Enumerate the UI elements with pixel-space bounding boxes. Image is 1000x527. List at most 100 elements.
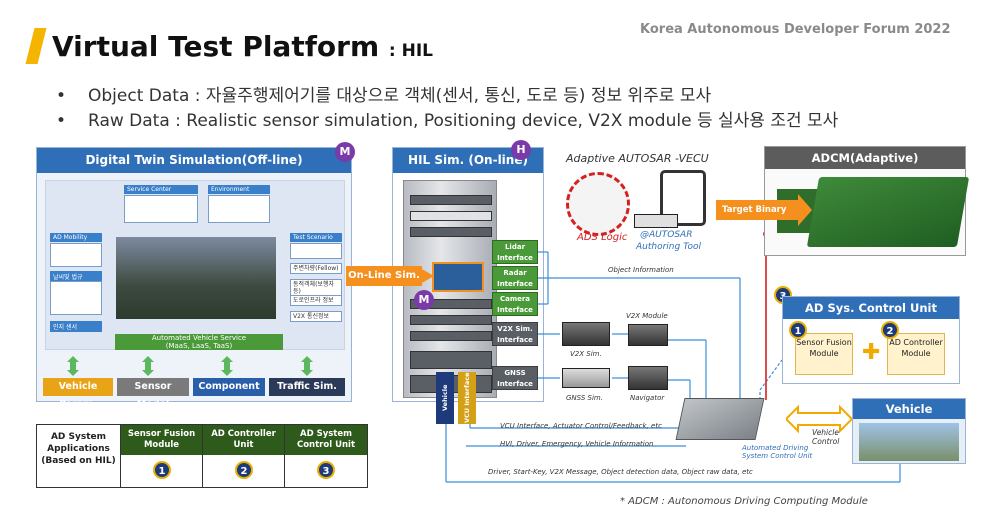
avs-sub: (MaaS, LaaS, TaaS) — [165, 342, 233, 350]
scenario-item-v2x: V2X 통신정보 — [290, 311, 342, 322]
plus-icon: ✚ — [862, 340, 881, 365]
rack-slot — [410, 195, 492, 205]
digital-twin-title: Digital Twin Simulation(Off-line) — [37, 148, 351, 173]
rack-slot — [410, 211, 492, 221]
rack-slot — [410, 315, 492, 325]
navigator-label: Navigator — [630, 394, 665, 402]
simulation-scene-image — [116, 237, 276, 319]
ads-control-unit-image — [675, 398, 765, 440]
v2x-sim-device — [562, 322, 610, 346]
test-scenario-label: Test Scenario — [290, 233, 342, 242]
digital-twin-panel: Digital Twin Simulation(Off-line) Servic… — [36, 142, 355, 410]
ad-sys-control-panel: AD Sys. Control Unit Sensor Fusion Modul… — [782, 296, 960, 384]
vehicle-panel: Vehicle — [852, 398, 966, 464]
environment-box — [208, 195, 270, 223]
ad-col-ad-system-control: AD System Control Unit 3 — [285, 425, 367, 487]
v2x-module-label: V2X Module — [626, 312, 668, 320]
radar-interface: Radar Interface — [492, 266, 538, 290]
ecu-label-text: Automated Driving System Control Unit — [742, 444, 813, 460]
sensor-label: 인지 센서 — [50, 321, 102, 332]
ad-mobility-label: AD Mobility — [50, 233, 102, 242]
ads-logic-circle — [566, 172, 630, 236]
test-scenario-box — [290, 243, 342, 259]
online-sim-screen — [432, 262, 484, 292]
footnote: * ADCM : Autonomous Driving Computing Mo… — [620, 496, 868, 507]
num-badge-1: 1 — [153, 461, 171, 479]
title-suffix: : HIL — [388, 41, 433, 61]
sensor-fusion-module-box: Sensor Fusion Module — [795, 333, 853, 375]
service-center-label: Service Center — [124, 185, 198, 194]
authoring-tool-label: Authoring Tool — [636, 242, 701, 252]
autosar-authoring-label: @AUTOSAR — [640, 230, 693, 240]
forum-label: Korea Autonomous Developer Forum 2022 — [640, 22, 951, 37]
ad-sys-control-title: AD Sys. Control Unit — [783, 297, 959, 319]
rack-slot — [410, 351, 492, 369]
target-binary-arrow — [798, 194, 812, 226]
ad-controller-module-box: AD Controller Module — [887, 333, 945, 375]
hvi-line-label: HVI, Driver, Emergency, Vehicle Informat… — [500, 440, 654, 448]
navigator-device — [628, 366, 668, 390]
ecu-label: Automated Driving System Control Unit — [742, 444, 816, 460]
weather-road-label: 날씨및 법규 — [50, 271, 102, 282]
adcm-board-image — [806, 177, 970, 247]
autosar-device — [634, 214, 678, 228]
vehicle-title: Vehicle — [853, 399, 965, 419]
bullet-list: Object Data : 자율주행제어기를 대상으로 객체(센서, 통신, 도… — [52, 84, 838, 134]
bullet-object-data: Object Data : 자율주행제어기를 대상으로 객체(센서, 통신, 도… — [52, 84, 838, 109]
bullet-raw-data: Raw Data : Realistic sensor simulation, … — [52, 109, 838, 134]
traffic-sim-button[interactable]: Traffic Sim. — [269, 378, 345, 396]
rack-slot — [410, 299, 492, 309]
m-badge: M — [335, 142, 355, 162]
online-sim-label: On-Line Sim. — [346, 266, 422, 286]
vehicle-image — [859, 423, 959, 461]
v2x-sim-interface: V2X Sim. Interface — [492, 322, 538, 346]
gnss-sim-device — [562, 368, 610, 388]
avs-title: Automated Vehicle Service — [151, 334, 247, 342]
vehicle-param-button[interactable]: Vehicle Param. — [43, 378, 113, 410]
num-badge-2: 2 — [235, 461, 253, 479]
hil-sim-title: HIL Sim. (On-line) — [393, 148, 543, 173]
autosar-title: Adaptive AUTOSAR -VECU — [566, 152, 709, 165]
ad-system-label: AD System Applications (Based on HIL) — [37, 425, 121, 487]
up-down-arrows — [67, 356, 313, 376]
target-binary-label: Target Binary — [716, 200, 800, 220]
rack-slot — [410, 227, 492, 237]
title-text: Virtual Test Platform — [52, 30, 380, 63]
adcm-title: ADCM(Adaptive) — [765, 147, 965, 169]
ad-col-title: Sensor Fusion Module — [121, 425, 202, 455]
scenario-item-fellow: 주변차량(Fellow) — [290, 263, 342, 274]
driver-line-label: Driver, Start-Key, V2X Message, Object d… — [488, 468, 753, 476]
vcu-line-label: VCU Interface, Actuator Control/Feedback… — [500, 422, 662, 430]
camera-interface: Camera Interface — [492, 292, 538, 316]
component-button[interactable]: Component — [193, 378, 265, 396]
object-info-label: Object Information — [608, 266, 674, 274]
v2x-sim-label: V2X Sim. — [570, 350, 602, 358]
module-num-2: 2 — [881, 321, 899, 339]
sensor-model-button[interactable]: Sensor Model — [117, 378, 189, 410]
vehicle-control-arrow — [786, 404, 852, 434]
lidar-interface: Lidar Interface — [492, 240, 538, 264]
service-center-box — [124, 195, 198, 223]
rack-slot — [410, 331, 492, 341]
automated-vehicle-service: Automated Vehicle Service (MaaS, LaaS, T… — [115, 334, 283, 350]
vehicle-control-label: Vehicle Control — [812, 428, 840, 446]
scenario-item-infra: 도로인프라 정보 — [290, 295, 342, 306]
ad-system-table: AD System Applications (Based on HIL) Se… — [36, 424, 368, 488]
page-title: Virtual Test Platform : HIL — [52, 30, 433, 63]
ad-col-title: AD Controller Unit — [203, 425, 284, 455]
gnss-sim-label: GNSS Sim. — [566, 394, 603, 402]
weather-road-box — [50, 281, 102, 315]
ads-logic-label: ADS Logic — [577, 232, 628, 243]
ad-col-sensor-fusion: Sensor Fusion Module 1 — [121, 425, 203, 487]
environment-label: Environment — [208, 185, 270, 194]
m-badge-hil: M — [414, 290, 434, 310]
ad-col-ad-controller: AD Controller Unit 2 — [203, 425, 285, 487]
h-badge: H — [511, 140, 531, 160]
gnss-interface: GNSS Interface — [492, 366, 538, 390]
online-sim-arrow — [420, 268, 434, 284]
num-badge-3: 3 — [317, 461, 335, 479]
ad-mobility-box — [50, 243, 102, 267]
v2x-module-device — [628, 324, 668, 346]
digital-twin-diagram: Service Center Environment AD Mobility 날… — [45, 180, 345, 350]
